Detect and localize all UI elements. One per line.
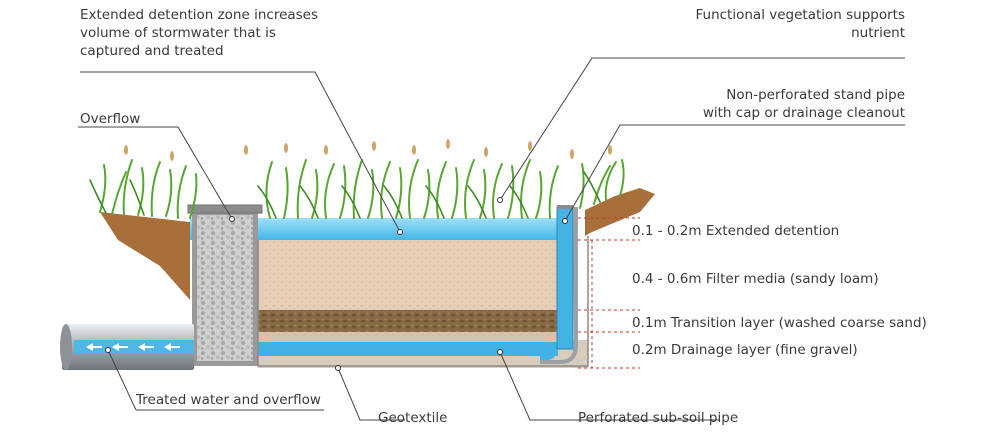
left-soil-bank — [100, 212, 190, 300]
extended-detention-zone-label: Extended detention zone increases volume… — [80, 7, 319, 59]
vegetation — [99, 159, 625, 219]
flow-arrows — [86, 343, 180, 351]
right-soil-bank — [585, 188, 655, 236]
seed-heads — [124, 139, 612, 161]
stand-pipe — [556, 206, 574, 350]
layer-label-filter-media: 0.4 - 0.6m Filter media (sandy loam) — [632, 271, 879, 287]
subsoil-pipe-band — [258, 342, 558, 356]
overflow-pit-cap — [187, 204, 263, 214]
overflow-label: Overflow — [80, 111, 141, 127]
geotextile-liner — [257, 236, 589, 367]
perforated-pipe-label: Perforated sub-soil pipe — [578, 410, 739, 426]
layer-label-drainage: 0.2m Drainage layer (fine gravel) — [632, 342, 858, 358]
leader-lines — [78, 57, 905, 421]
layer-label-extended-detention: 0.1 - 0.2m Extended detention — [632, 223, 840, 239]
treated-water-label: Treated water and overflow — [136, 392, 321, 408]
layer-label-transition: 0.1m Transition layer (washed coarse san… — [632, 315, 927, 331]
transition-layer — [258, 310, 558, 332]
stand-pipe-label: Non-perforated stand pipe with cap or dr… — [702, 87, 905, 121]
leader-dots — [105, 197, 568, 371]
geotextile-label: Geotextile — [378, 410, 448, 426]
functional-vegetation-label: Functional vegetation supports nutrient — [695, 7, 906, 41]
detention-water — [190, 218, 560, 240]
filter-media-layer — [258, 240, 558, 310]
layer-boundaries — [578, 217, 640, 369]
vegetation-dark — [89, 171, 601, 219]
